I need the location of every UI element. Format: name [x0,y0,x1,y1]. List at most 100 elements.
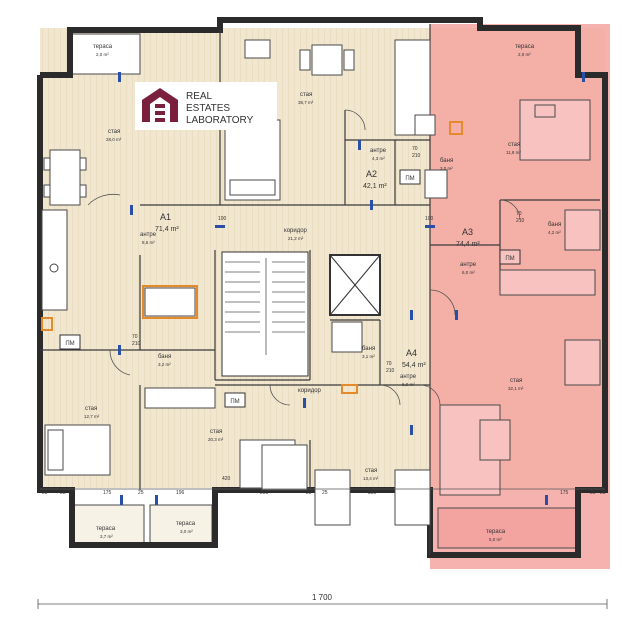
room-label-entry-a2: антре 4,3 m² [370,148,387,161]
svg-text:70: 70 [516,211,522,217]
service-duct-a2 [449,121,463,135]
svg-text:тераса: тераса [515,44,535,50]
door-dimension-marks: 70 210 100 100 70 210 70 210 70 210 [132,146,525,374]
company-logo: REAL ESTATES LABORATORY [135,82,277,130]
kitchen-a3 [499,269,596,296]
svg-text:ESTATES: ESTATES [186,103,230,114]
svg-text:коридор: коридор [284,228,308,234]
apartment-label-a1: A1 71,4 m² [155,212,179,233]
svg-text:стая: стая [510,378,522,384]
svg-text:5,0 m²: 5,0 m² [489,537,502,542]
svg-text:баня: баня [158,354,171,360]
svg-text:420: 420 [222,476,231,482]
svg-text:3,0 m²: 3,0 m² [440,166,453,171]
svg-text:70: 70 [386,361,392,367]
beds-bottom-right [314,469,431,526]
staircase [221,251,309,377]
room-label-corridor-top: коридор 21,2 m² [284,228,308,241]
svg-text:25: 25 [590,490,596,496]
svg-text:коридор: коридор [298,388,322,394]
svg-text:71,4 m²: 71,4 m² [155,226,179,233]
svg-text:3,0 m²: 3,0 m² [180,529,193,534]
svg-text:350: 350 [368,490,377,496]
svg-text:210: 210 [412,153,421,159]
svg-text:антре: антре [370,148,387,154]
svg-text:ПМ: ПМ [505,256,514,262]
svg-text:стая: стая [210,429,222,435]
svg-text:196: 196 [176,490,185,496]
room-label-bath-a2: баня 3,0 m² [440,158,453,171]
svg-text:6,0 m²: 6,0 m² [402,382,415,387]
svg-text:25: 25 [322,490,328,496]
svg-text:74,4 m²: 74,4 m² [456,241,480,248]
svg-text:25: 25 [212,490,218,496]
door-markers [118,72,585,505]
apartment-label-a3: A3 74,4 m² [456,227,480,248]
service-duct-a1 [41,317,53,331]
svg-text:тераса: тераса [93,44,113,50]
svg-text:A1: A1 [160,212,171,222]
svg-text:11,8 m²: 11,8 m² [506,150,521,155]
bed-a3 [519,99,591,161]
dimension-row: 25 25 175 25 196 25 250 420 25 25 350 17… [40,476,606,496]
svg-text:25: 25 [138,490,144,496]
room-label-bath-a1: баня 3,2 m² [158,354,171,367]
svg-text:3,2 m²: 3,2 m² [158,362,171,367]
bed-a2 [224,119,281,201]
svg-text:антре: антре [400,374,417,380]
svg-text:25: 25 [42,490,48,496]
total-dimension: 1 700 [37,593,608,609]
svg-text:54,4 m²: 54,4 m² [402,362,426,369]
svg-text:6,0 m²: 6,0 m² [462,270,475,275]
svg-text:20,3 m²: 20,3 m² [208,437,224,442]
svg-text:100: 100 [218,216,227,222]
svg-text:баня: баня [440,158,453,164]
svg-text:12,7 m²: 12,7 m² [84,414,100,419]
svg-text:баня: баня [362,346,375,352]
svg-text:2,0 m²: 2,0 m² [96,52,109,57]
svg-text:3,7 m²: 3,7 m² [100,534,113,539]
service-duct-a4 [341,384,358,394]
apartment-label-a2: A2 42,1 m² [363,169,387,190]
svg-text:4,2 m²: 4,2 m² [548,230,561,235]
svg-text:A3: A3 [462,227,473,237]
svg-text:стая: стая [365,468,377,474]
svg-text:175: 175 [560,490,569,496]
svg-text:210: 210 [386,368,395,374]
svg-text:ПМ: ПМ [230,399,239,405]
logo-mark [142,88,178,122]
svg-text:21,2 m²: 21,2 m² [288,236,304,241]
svg-text:LABORATORY: LABORATORY [186,115,254,126]
svg-text:1 700: 1 700 [312,593,333,602]
svg-text:250: 250 [260,490,269,496]
room-label-room-a3-main: стая 32,1 m² [508,378,524,391]
svg-text:ПМ: ПМ [65,341,74,347]
svg-text:8,5 m²: 8,5 m² [142,240,155,245]
shower-a2 [424,169,448,199]
kitchen-a1 [41,209,68,311]
svg-text:32,1 m²: 32,1 m² [508,386,524,391]
svg-text:A4: A4 [406,348,417,358]
dining-table-a2 [244,39,355,76]
svg-text:25: 25 [306,490,312,496]
bed-bottom-left [44,424,111,476]
svg-text:4,3 m²: 4,3 m² [372,156,385,161]
dining-table-a1 [43,149,87,206]
room-label-corridor-bottom: коридор [298,388,322,394]
svg-text:70: 70 [132,334,138,340]
bathtub-a1 [142,285,198,319]
svg-text:ПМ: ПМ [405,176,414,182]
pm-box-a3: ПМ [499,249,521,265]
pm-box-a2: ПМ [399,169,421,185]
